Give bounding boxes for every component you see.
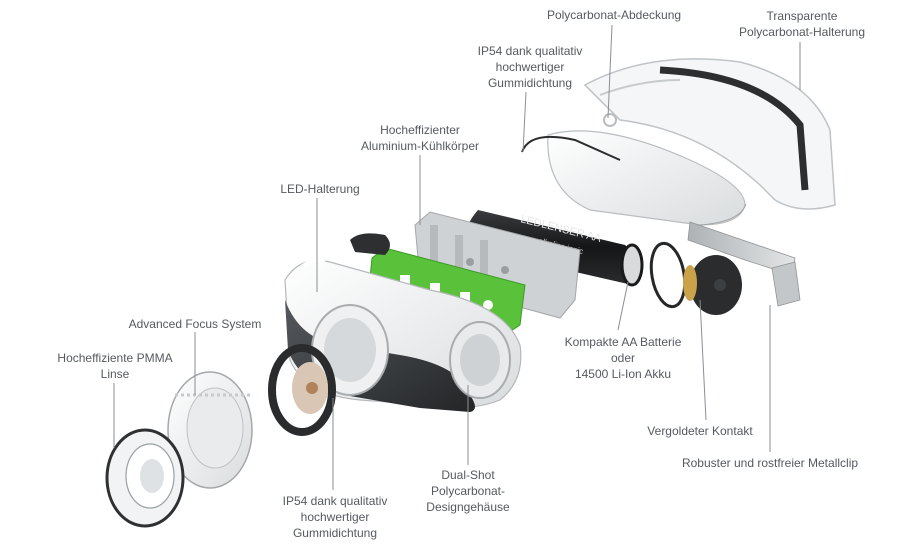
leader-lines xyxy=(113,24,801,490)
metal-clip xyxy=(687,221,801,307)
label-ip54-bottom: IP54 dank qualitativ hochwertiger Gummid… xyxy=(282,494,388,540)
label-transparente-halterung: Transparente Polycarbonat-Halterung xyxy=(738,9,866,39)
label-ip54-top: IP54 dank qualitativ hochwertiger Gummid… xyxy=(477,44,583,90)
seal-ring-top xyxy=(521,135,621,161)
polycarbonate-cover xyxy=(547,130,747,226)
label-kontakt: Vergoldeter Kontakt xyxy=(647,424,753,438)
label-advanced-focus: Advanced Focus System xyxy=(128,317,262,331)
pmma-lens xyxy=(105,428,185,528)
gold-contact xyxy=(683,255,742,315)
seal-ring-right xyxy=(649,241,687,309)
focus-ring xyxy=(167,371,253,489)
transparent-holder xyxy=(583,58,836,210)
label-dual-shot: Dual-Shot Polycarbonat- Designgehäuse xyxy=(426,468,510,514)
label-polycarbonat-abdeckung: Polycarbonat-Abdeckung xyxy=(546,8,682,22)
label-batterie: Kompakte AA Batterie oder 14500 Li-Ion A… xyxy=(564,335,682,381)
label-kuehlkoerper: Hocheffizienter Aluminium-Kühlkörper xyxy=(360,123,480,153)
label-pmma-linse: Hocheffiziente PMMA Linse xyxy=(57,351,173,381)
label-led-halterung: LED-Halterung xyxy=(280,182,360,196)
label-metallclip: Robuster und rostfreier Metallclip xyxy=(681,456,859,470)
led-holder xyxy=(350,233,390,255)
inner-seal-ring xyxy=(268,344,336,436)
